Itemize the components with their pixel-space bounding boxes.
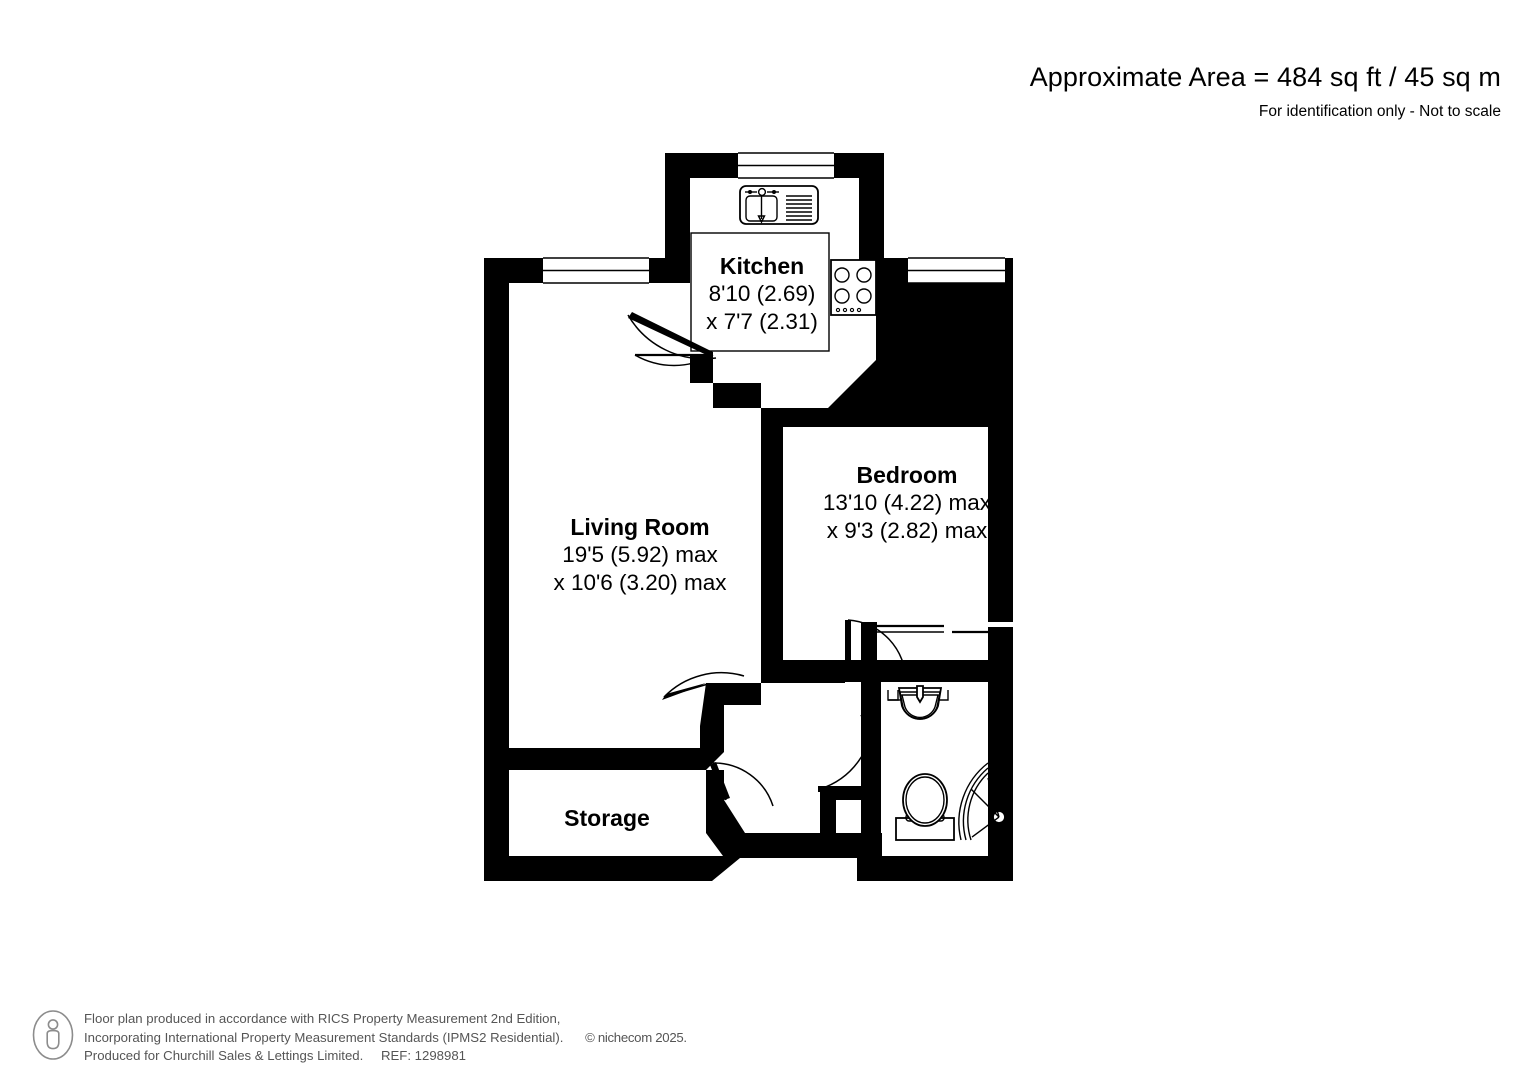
kitchen-door-leaf [628, 312, 713, 358]
footer-copyright: © nichecom 2025. [585, 1029, 687, 1045]
bedroom-bathroom-partition [845, 660, 988, 682]
bathroom-fixtures [887, 622, 1013, 843]
storage-name: Storage [564, 805, 650, 831]
wardrobe-icon [877, 624, 1010, 634]
living-room-name: Living Room [570, 514, 710, 540]
living-room-door[interactable] [662, 671, 745, 700]
bathroom-door-leaf [818, 786, 861, 792]
living-room-dim-2: x 10'6 (3.20) max [553, 569, 727, 595]
kitchen-window-top [738, 152, 834, 179]
person-in-circle-icon [32, 1009, 74, 1060]
scale-disclaimer-text: For identification only - Not to scale [1258, 103, 1501, 120]
storage-door[interactable] [710, 762, 774, 807]
room-label-storage: Storage [522, 804, 692, 832]
bathroom-left-wall [861, 682, 881, 856]
footer-ref: REF: 1298981 [380, 1048, 466, 1064]
hall-step-near-bathroom [820, 786, 861, 833]
hall-wall-left-lower [509, 726, 724, 770]
kitchen-dim-1: 8'10 (2.69) [708, 281, 816, 307]
kitchen-hob-icon [830, 259, 877, 316]
footer-disclaimer: Floor plan produced in accordance with R… [84, 1007, 687, 1066]
wall-structure [484, 153, 1013, 881]
footer-line-3: Produced for Churchill Sales & Lettings … [84, 1048, 364, 1064]
living-bedroom-partition [761, 420, 783, 660]
bedroom-door-leaf [845, 620, 851, 660]
hall-partition-step [761, 640, 845, 683]
hall-wall-left-upper [700, 683, 761, 726]
wash-basin-icon [887, 685, 949, 720]
windows-group [543, 152, 1005, 284]
bedroom-door[interactable] [845, 619, 907, 682]
footer-line-2-row: Incorporating International Property Mea… [84, 1029, 687, 1048]
footer-line-2: Incorporating International Property Mea… [84, 1029, 564, 1045]
hall-wall-storage-right [706, 770, 745, 856]
approximate-area-text: Approximate Area = 484 sq ft / 45 sq m [1029, 62, 1501, 92]
bathroom-window [986, 622, 1013, 627]
kitchen-lower-wall [690, 283, 783, 427]
room-label-living-room: Living Room 19'5 (5.92) max x 10'6 (3.20… [516, 513, 764, 597]
bathroom-door[interactable] [818, 714, 874, 792]
bedroom-dim-2: x 9'3 (2.82) max [826, 517, 988, 543]
hall-step-bottom [820, 833, 882, 856]
kitchen-sink-icon [739, 185, 819, 225]
wardrobe-left-wall [861, 622, 877, 662]
living-room-window-top [543, 257, 649, 284]
kitchen-dim-2: x 7'7 (2.31) [706, 308, 818, 334]
kitchen-door[interactable] [627, 312, 717, 367]
footer-line-1: Floor plan produced in accordance with R… [84, 1010, 561, 1026]
kitchen-inner-notch [713, 283, 761, 383]
bedroom-window-top [908, 257, 1005, 284]
kitchen-fixtures [690, 185, 877, 352]
doors-group [627, 312, 907, 807]
room-label-bedroom: Bedroom 13'10 (4.22) max x 9'3 (2.82) ma… [786, 461, 1028, 545]
plan-footer: Floor plan produced in accordance with R… [32, 1007, 687, 1066]
toilet-icon [895, 773, 955, 841]
living-room-dim-1: 19'5 (5.92) max [562, 542, 718, 568]
bedroom-dim-1: 13'10 (4.22) max [822, 490, 992, 516]
footer-line-3-row: Produced for Churchill Sales & Lettings … [84, 1047, 687, 1066]
bedroom-name: Bedroom [856, 462, 958, 488]
room-label-kitchen: Kitchen 8'10 (2.69) x 7'7 (2.31) [632, 252, 892, 336]
kitchen-name: Kitchen [719, 253, 805, 279]
quadrant-shower-icon [958, 762, 1007, 843]
plan-header: Approximate Area = 484 sq ft / 45 sq m F… [1030, 62, 1501, 121]
